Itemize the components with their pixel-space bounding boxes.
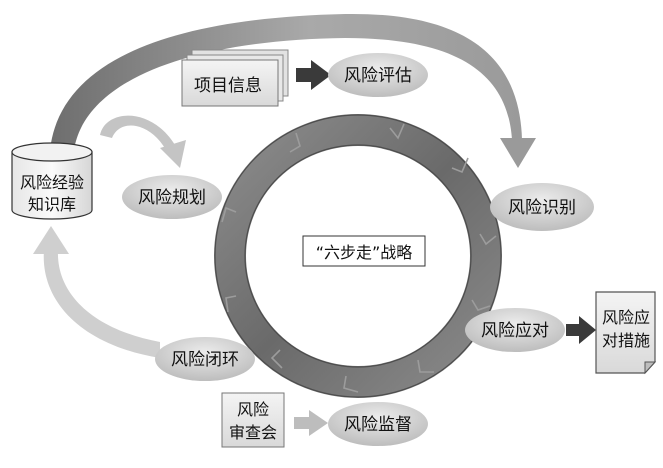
closure-return-arrow	[33, 226, 160, 358]
response-measures-document: 风险应 对措施	[595, 291, 657, 375]
risk-assessment-label: 风险评估	[344, 66, 412, 86]
center-strategy-label: “六步走”战略	[302, 235, 426, 267]
top-feedback-arrow	[50, 13, 536, 168]
review-meeting-line-1: 风险	[237, 400, 269, 419]
node-risk-planning: 风险规划	[122, 175, 222, 219]
review-meeting-line-2: 审查会	[229, 423, 277, 442]
risk-response-label: 风险应对	[481, 321, 549, 341]
six-step-cycle-ring	[214, 114, 502, 398]
knowledge-base-line-1: 风险经验	[20, 173, 84, 192]
response-to-measures-arrow	[566, 316, 596, 344]
risk-closure-label: 风险闭环	[171, 350, 239, 370]
knowledge-base-database-icon: 风险经验 知识库	[11, 142, 93, 220]
measures-line-1: 风险应	[602, 308, 650, 327]
node-risk-response: 风险应对	[465, 308, 565, 352]
review-meeting-document: 风险 审查会	[221, 392, 285, 448]
risk-identification-label: 风险识别	[508, 198, 576, 218]
node-risk-assessment: 风险评估	[328, 53, 428, 97]
project-info-label: 项目信息	[194, 76, 262, 96]
knowledge-base-line-2: 知识库	[28, 195, 76, 214]
planning-arrow	[100, 115, 186, 168]
review-to-monitoring-arrow	[294, 410, 328, 436]
risk-monitoring-label: 风险监督	[344, 415, 412, 435]
project-info-document: 项目信息	[181, 49, 289, 107]
node-risk-monitoring: 风险监督	[328, 402, 428, 446]
ring-chevrons	[221, 123, 497, 393]
risk-planning-label: 风险规划	[138, 188, 206, 208]
info-to-assessment-arrow	[296, 60, 331, 90]
node-risk-closure: 风险闭环	[155, 337, 255, 381]
measures-line-2: 对措施	[602, 331, 650, 350]
node-risk-identification: 风险识别	[490, 183, 594, 231]
center-label-text: “六步走”战略	[316, 243, 413, 262]
